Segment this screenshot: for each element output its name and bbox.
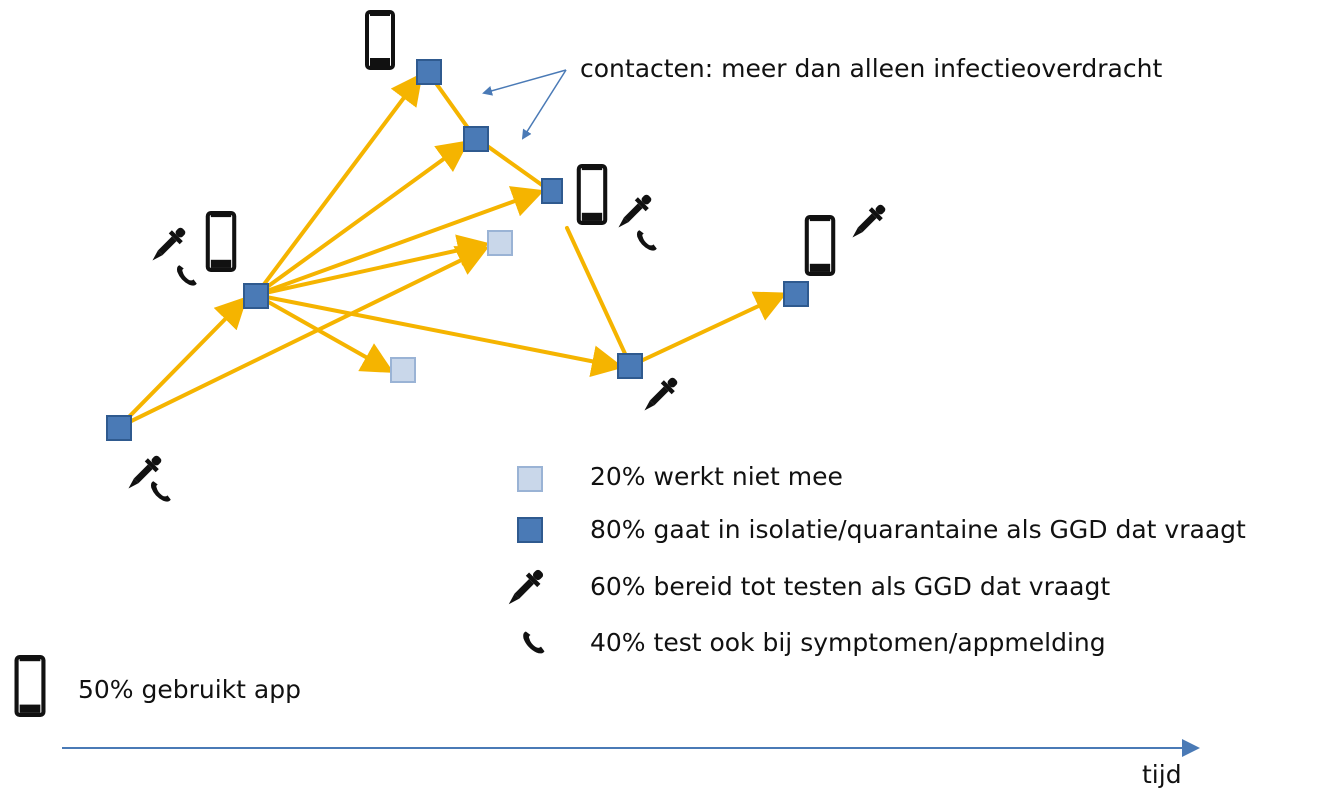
legend-item-testing: 60% bereid tot testen als GGD dat vraagt [590, 572, 1111, 601]
edge-b-c [254, 72, 423, 297]
callout-label: contacten: meer dan alleen infectieoverd… [580, 54, 1163, 83]
pipette-icon [146, 223, 190, 267]
callout-arrow-2 [521, 69, 567, 140]
pipette-icon [122, 451, 166, 495]
edge-a-g [117, 246, 490, 429]
node-icons [122, 10, 890, 502]
phone-handset-icon [636, 230, 657, 251]
node-i-isolating [783, 281, 809, 307]
pipette-icon [503, 566, 547, 610]
edge-b-e [254, 186, 545, 297]
node-c-isolating [416, 59, 442, 85]
contact-edges [117, 70, 788, 429]
phone-handset-icon [523, 631, 545, 654]
node-f-isolating [617, 353, 643, 379]
smartphone-icon [365, 10, 395, 70]
edge-b-g [254, 234, 490, 297]
node-h-not-cooperating [390, 357, 416, 383]
node-g-not-cooperating [487, 230, 513, 256]
phone-handset-icon [176, 265, 197, 286]
edge-b-h [254, 293, 394, 373]
smartphone-icon [208, 213, 234, 270]
edge-f-i [628, 291, 788, 368]
edge-e-f [565, 226, 629, 360]
legend-icons [17, 466, 547, 715]
time-axis [62, 739, 1200, 757]
smartphone-icon [807, 217, 833, 274]
legend-item-not-cooperating: 20% werkt niet mee [590, 462, 843, 491]
pipette-icon [846, 200, 890, 244]
callout-arrows [482, 69, 567, 140]
pipette-icon [638, 373, 682, 417]
phone-handset-icon [150, 481, 171, 502]
node-a-isolating [106, 415, 132, 441]
time-axis-label: tijd [1142, 760, 1182, 789]
node-b-isolating [243, 283, 269, 309]
light-square-icon [517, 466, 543, 492]
edge-b-d [254, 140, 470, 297]
edge-b-f [254, 293, 624, 378]
person-nodes [106, 59, 809, 441]
pipette-icon [612, 190, 656, 234]
legend-item-app: 50% gebruikt app [78, 675, 301, 704]
smartphone-icon [579, 166, 605, 223]
legend-item-isolation: 80% gaat in isolatie/quarantaine als GGD… [590, 515, 1246, 544]
edge-a-b [117, 296, 248, 429]
node-e-isolating [541, 178, 563, 204]
callout-arrow-1 [482, 69, 567, 96]
node-d-isolating [463, 126, 489, 152]
legend-item-symptom-test: 40% test ook bij symptomen/appmelding [590, 628, 1106, 657]
smartphone-icon [17, 657, 44, 715]
axis-arrowhead [1182, 739, 1200, 757]
dark-square-icon [517, 517, 543, 543]
